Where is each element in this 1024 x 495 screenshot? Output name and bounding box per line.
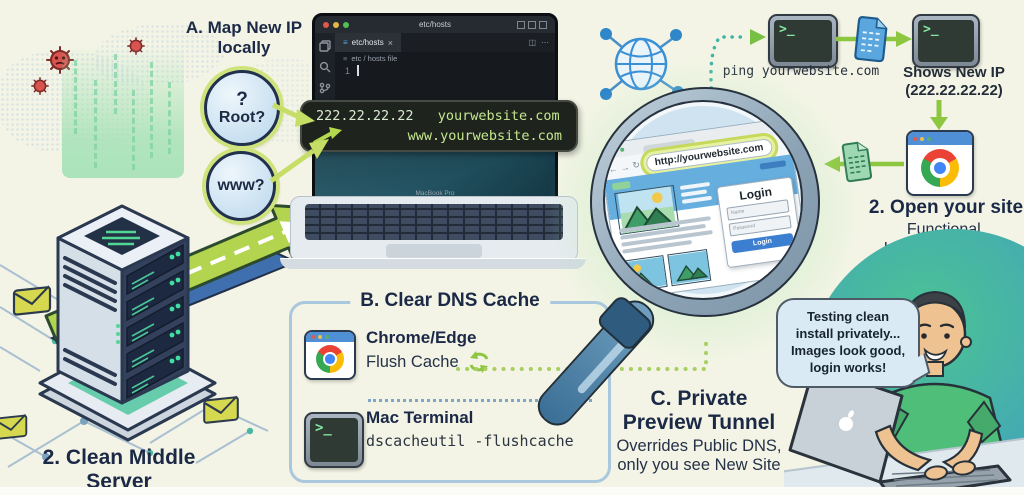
terminal-icon: >_ [304, 412, 364, 468]
login-card: Login Name Password Login [716, 176, 801, 269]
envelope-icon [12, 285, 52, 316]
editor-tabbar: ≡ etc/hosts × ◫⋯ [335, 33, 555, 52]
minimize-window-icon [333, 21, 339, 28]
flush-cache-label: Flush Cache [366, 352, 459, 371]
git-branch-icon [319, 82, 331, 94]
maximize-window-icon [343, 21, 349, 28]
file-icon: ≡ [343, 38, 348, 47]
editor-code-line: 1 [335, 65, 555, 76]
section-c-sub1: Overrides Public DNS, [616, 437, 782, 456]
breadcrumb-text: etc / hosts file [351, 54, 398, 63]
files-icon [319, 40, 331, 52]
site-thumbnail-image [623, 255, 668, 293]
browser-titlebar [908, 132, 972, 145]
virus-icon [31, 77, 49, 95]
section-c-title1: C. Private [650, 387, 748, 410]
dotted-path-b-to-c [456, 338, 708, 371]
site-thumbnail-image [667, 248, 712, 287]
login-button: Login [731, 232, 795, 254]
terminal-prompt: >_ [779, 22, 795, 37]
chrome-logo-icon [921, 149, 959, 187]
reload-icon: ↻ [631, 159, 641, 171]
search-icon [319, 61, 331, 73]
editor-titlebar: etc/hosts [315, 16, 555, 33]
editor-window-title: etc/hosts [418, 20, 451, 29]
close-window-icon [323, 21, 329, 28]
www-question-circle: www? [206, 151, 276, 221]
window-layout-icons [517, 20, 547, 29]
laptop-base-lip [280, 258, 586, 269]
forward-icon: → [619, 161, 631, 173]
callout-arrows [269, 102, 329, 184]
envelope-icon [203, 395, 239, 424]
editor-breadcrumb: ≡ etc / hosts file [335, 52, 555, 65]
magnified-browser: ← → ↻ http://yourwebsite.com [605, 102, 801, 298]
laptop-trackpad [386, 244, 482, 258]
tab-label: etc/hosts [351, 38, 384, 47]
hosts-ip: 222.22.22.22 [316, 108, 414, 124]
server-illustration [38, 204, 217, 442]
terminal-icon: >_ [912, 14, 980, 68]
bottom-margin [0, 487, 1024, 495]
terminal-prompt: >_ [315, 420, 332, 436]
section-a-title-line1: A. Map New IP [185, 18, 303, 37]
document-icon-blue [854, 16, 888, 63]
laptop-keyboard [305, 204, 563, 240]
section-b-title: B. Clear DNS Cache [350, 290, 550, 312]
data-rain-decoration [62, 46, 184, 178]
site-nav-pill [759, 160, 787, 170]
section-b-box: B. Clear DNS Cache Chrome/Edge Flush Cac… [289, 290, 611, 483]
speech-line1: Testing clean [806, 309, 890, 324]
line-number: 1 [345, 65, 351, 76]
flush-command: dscacheutil -flushcache [366, 432, 574, 450]
arrow-down-icon [930, 100, 948, 130]
breadcrumb-file-icon: ≡ [343, 54, 348, 63]
browser-titlebar [306, 332, 354, 342]
divider [368, 399, 592, 402]
hosts-www-domain: www.yourwebsite.com [407, 127, 562, 144]
tab-etc-hosts: ≡ etc/hosts × [335, 33, 401, 52]
site-text-line [681, 195, 712, 204]
chrome-edge-label: Chrome/Edge [366, 328, 477, 347]
chrome-logo-icon [316, 345, 344, 373]
speech-line3: Images look good, [790, 342, 906, 358]
server-caption-text: 2. Clean Middle Server [42, 446, 196, 493]
terminal-prompt: >_ [923, 22, 939, 37]
www-label: www? [217, 177, 265, 194]
chrome-browser-icon [304, 330, 356, 380]
speech-line2: install privately... [795, 325, 901, 341]
macbook-label: MacBook Pro [415, 190, 455, 197]
site-nav-pill [611, 181, 631, 191]
site-text-line [679, 181, 711, 190]
ping-result-label: Shows New IP (222.22.22.22) [903, 64, 1005, 99]
laptop-base [290, 196, 578, 262]
editor-activity-bar [315, 33, 335, 119]
hosts-file-callout: 222.22.22.22 yourwebsite.com www.yourweb… [300, 100, 578, 153]
person-scene [784, 229, 1024, 495]
envelope-icon [0, 414, 28, 440]
tab-close-icon: × [387, 37, 393, 48]
section-c-title2: Preview Tunnel [622, 411, 776, 435]
section-a-title-line2: locally [217, 37, 271, 57]
site-text-line [680, 189, 708, 197]
root-label: Root? [218, 108, 266, 126]
section-a-title: A. Map New IP locally [176, 18, 312, 57]
editor-pane-icons: ◫⋯ [528, 38, 549, 47]
back-icon: ← [608, 163, 619, 175]
section-c-sub2: only you see New Site [617, 456, 781, 475]
text-cursor [357, 65, 360, 76]
hosts-domain: yourwebsite.com [437, 108, 560, 124]
speech-bubble: Testing clean install privately... Image… [776, 298, 920, 388]
section-c-caption: C. Private Preview Tunnel Overrides Publ… [592, 387, 806, 475]
open-site-title: 2. Open your site [868, 197, 1024, 218]
magnifying-glass-lens: ← → ↻ http://yourwebsite.com [590, 87, 820, 317]
speech-line4: login works! [809, 359, 887, 375]
chrome-browser-icon [906, 130, 974, 196]
mac-terminal-label: Mac Terminal [366, 408, 474, 427]
question-mark: ? [236, 88, 248, 110]
